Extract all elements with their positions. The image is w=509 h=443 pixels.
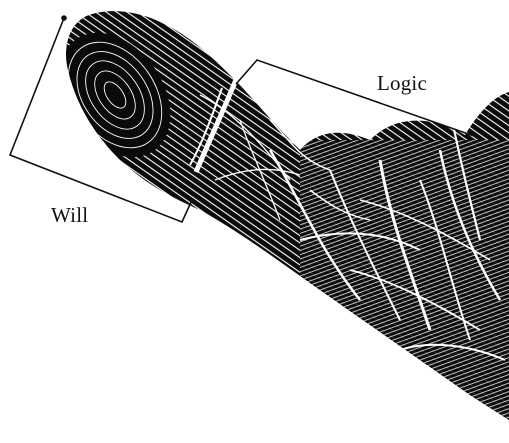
will-box-dot xyxy=(61,15,67,21)
logic-label: Logic xyxy=(377,71,427,96)
will-label: Will xyxy=(51,203,88,228)
